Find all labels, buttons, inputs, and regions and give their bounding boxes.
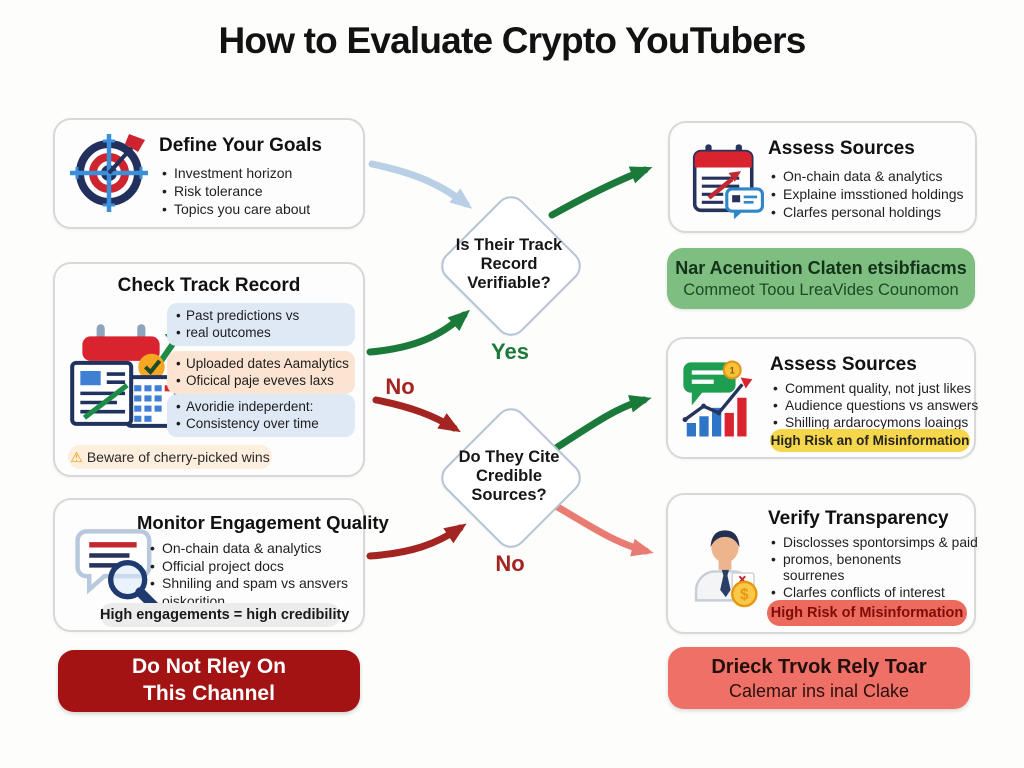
check-track-record-title: Check Track Record xyxy=(117,275,301,296)
list-item: real outcomes xyxy=(175,324,347,342)
list-item: Record xyxy=(480,254,538,273)
list-item: sourrenes xyxy=(783,568,845,584)
warning-text: Beware of cherry-picked wins xyxy=(86,449,270,465)
no-label-1: No xyxy=(385,374,415,399)
list-item: Topics you care about xyxy=(161,200,310,218)
assess-sources-1-bullets: On-chain data & analyticsExplaine imssti… xyxy=(770,167,964,222)
monitor-engagement-box: Monitor Engagement Quality On-chain data… xyxy=(53,498,389,632)
list-item: On-chain data & analytics xyxy=(149,540,348,558)
arrow-decision1-to-sources1 xyxy=(548,166,653,219)
list-item: Explaine imsstioned holdings xyxy=(770,185,964,203)
cherry-picked-warning: ⚠Beware of cherry-picked wins xyxy=(68,445,272,469)
assess-sources-1-title: Assess Sources xyxy=(768,138,915,159)
list-item: Sources? xyxy=(471,485,547,504)
track-group-predictions: Past predictions vsreal outcomes xyxy=(167,303,355,346)
list-item: Disclosses spontorsimps & paid xyxy=(770,535,978,552)
define-goals-title: Define Your Goals xyxy=(159,135,322,156)
green-result-banner: Nar Acenuition Claten etsibfiacms Commeo… xyxy=(667,248,975,309)
arrow-engagement-to-decision2 xyxy=(366,523,467,560)
track-group-consistency: Avoridie indeperdent:Consistency over ti… xyxy=(167,394,355,437)
person-coin-icon: $ xyxy=(688,519,762,611)
notepad-chat-icon xyxy=(684,137,766,223)
misinformation-risk-pill-yellow: High Risk an of Misinformation xyxy=(770,429,970,452)
arrow-decision2-to-transparency xyxy=(552,502,654,557)
define-goals-box: Define Your Goals Investment horizonRisk… xyxy=(53,118,365,229)
list-item: Do They Cite xyxy=(458,448,560,466)
arrow-goals-to-decision1 xyxy=(368,160,473,209)
verify-transparency-box: $ Verify Transparency Disclosses spontor… xyxy=(666,493,978,634)
monitor-engagement-bullets: On-chain data & analyticsOfficial projec… xyxy=(149,540,348,611)
list-item: On-chain data & analytics xyxy=(770,167,964,185)
verify-transparency-title: Verify Transparency xyxy=(768,508,949,529)
list-item: Investment horizon xyxy=(161,164,310,182)
list-item: Verifiable? xyxy=(467,273,551,292)
list-item: Comment quality, not just likes xyxy=(772,381,978,398)
list-item: Clarfes conflicts of interest xyxy=(770,585,978,602)
list-item: Uploaded dates Aamalytics xyxy=(175,355,349,373)
no-label-2: No xyxy=(495,551,525,576)
list-item: Avoridie indeperdent: xyxy=(175,398,347,416)
check-track-record-box: Check Track Record xyxy=(53,262,365,477)
banner-line: Drieck Trvok Rely Toar xyxy=(711,655,927,678)
svg-text:1: 1 xyxy=(730,365,735,375)
banner-line: This Channel xyxy=(143,682,275,705)
arrow-track-to-decision1 xyxy=(366,309,471,356)
list-item: Risk tolerance xyxy=(161,182,310,200)
yes-label: Yes xyxy=(491,339,529,364)
banner-line: Nar Acenuition Claten etsibfiacms xyxy=(675,258,967,279)
define-goals-bullets: Investment horizonRisk toleranceTopics y… xyxy=(161,164,310,219)
list-item: Shniling and spam vs ansvers xyxy=(149,575,348,593)
monitor-engagement-title: Monitor Engagement Quality xyxy=(137,512,389,533)
track-group-uploads: Uploaded dates AamalyticsOficical paje e… xyxy=(167,351,355,394)
misinformation-risk-pill-red: High Risk of Misinformation xyxy=(767,600,967,626)
speech-bubble-magnifier-icon xyxy=(69,526,164,611)
list-item: Past predictions vs xyxy=(175,307,347,325)
arrow-decision2-to-sources2 xyxy=(552,394,652,452)
assess-sources-2-title: Assess Sources xyxy=(770,354,917,375)
arrow-no-to-decision2 xyxy=(372,396,461,433)
engagement-credibility-pill: High engagements = high credibility xyxy=(100,603,349,627)
calendar-documents-icon xyxy=(60,310,182,432)
list-item: Is Their Track xyxy=(455,236,563,254)
salmon-result-banner: Drieck Trvok Rely Toar Calemar ins inal … xyxy=(668,647,970,709)
assess-sources-box-1: Assess Sources On-chain data & analytics… xyxy=(668,121,977,233)
list-item: Clarfes personal holdings xyxy=(770,203,964,221)
list-item: Audience questions vs answers xyxy=(772,398,978,415)
do-not-rely-banner: Do Not Rley On This Channel xyxy=(58,650,360,712)
chart-bubble-icon: 1 xyxy=(680,359,760,439)
verify-transparency-bullets: Disclosses spontorsimps & paidpromos, be… xyxy=(770,535,978,601)
svg-text:$: $ xyxy=(740,587,749,604)
list-item: promos, benonents xyxy=(770,552,978,569)
list-item: Consistency over time xyxy=(175,415,347,433)
page-title: How to Evaluate Crypto YouTubers xyxy=(218,20,806,61)
list-item: Shilling ardarocymons loaings xyxy=(772,415,978,432)
list-item: Official project docs xyxy=(149,558,348,576)
banner-line: Commeot Toou LreaVides Counomon xyxy=(683,281,959,300)
list-item: Credible xyxy=(475,466,543,485)
list-item: Oficical paje eveves laxs xyxy=(175,372,347,390)
assess-sources-2-bullets: Comment quality, not just likesAudience … xyxy=(772,381,978,431)
assess-sources-box-2: 1 Assess Sources Comment quality, not ju… xyxy=(666,337,978,459)
target-icon xyxy=(67,131,151,215)
banner-line: Calemar ins inal Clake xyxy=(728,680,910,701)
banner-line: Do Not Rley On xyxy=(131,655,286,679)
warning-triangle-icon: ⚠ xyxy=(70,449,83,465)
